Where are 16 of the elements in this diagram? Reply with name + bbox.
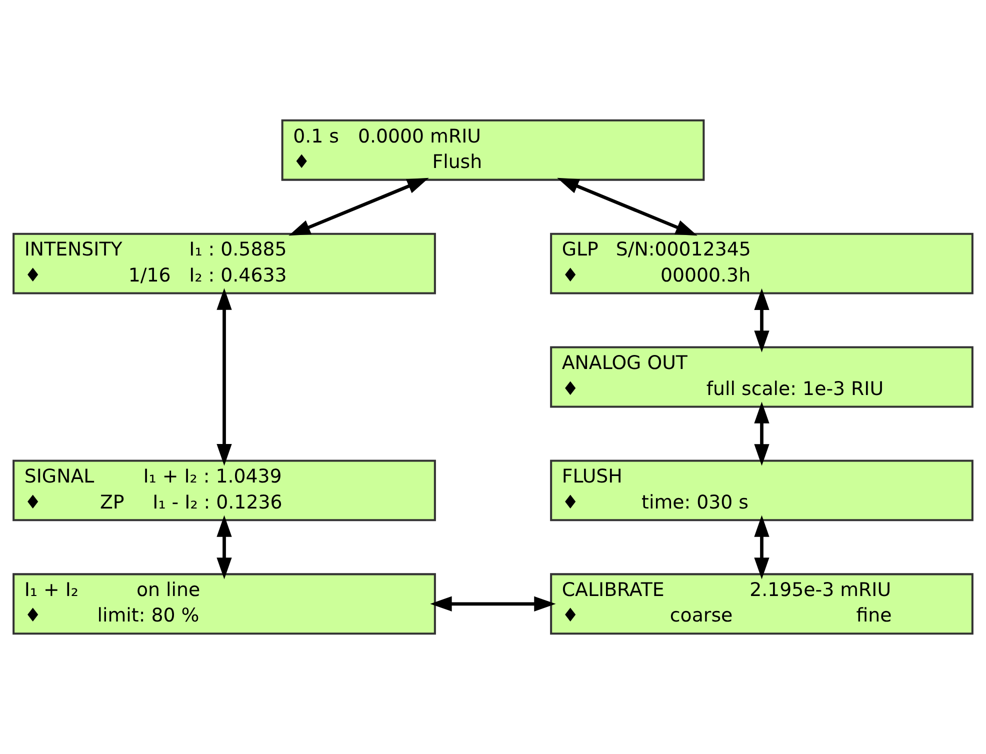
arrow — [754, 515, 770, 580]
node-box: ANALOG OUT ♦ full scale: 1e-3 RIU — [550, 346, 974, 408]
arrow — [216, 515, 232, 580]
node-box: 0.1 s 0.0000 mRIU ♦ Flush — [281, 119, 705, 181]
arrow — [754, 288, 770, 352]
node-box: GLP S/N:00012345 ♦ 00000.3h — [550, 232, 974, 294]
node-box: SIGNAL I₁ + I₂ : 1.0439 ♦ ZP I₁ - I₂ : 0.1236 — [12, 460, 436, 522]
node-box: FLUSH ♦ time: 030 s — [550, 460, 974, 522]
node-box: I₁ + I₂ on line ♦ limit: 80 % — [12, 573, 436, 635]
node-box: INTENSITY I₁ : 0.5885 ♦ 1/16 I₂ : 0.4633 — [12, 232, 436, 294]
arrow — [754, 402, 770, 466]
arrow — [430, 596, 556, 612]
arrow — [288, 178, 429, 236]
arrow — [216, 288, 232, 466]
node-box: CALIBRATE 2.195e-3 mRIU ♦ coarse fine — [550, 573, 974, 635]
arrow — [557, 178, 698, 236]
